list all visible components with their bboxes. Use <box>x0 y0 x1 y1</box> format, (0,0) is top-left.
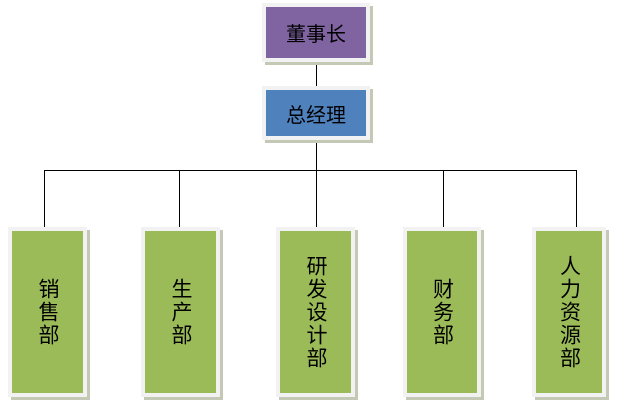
connector-line <box>179 170 180 228</box>
connector-line <box>316 139 317 170</box>
connector-line <box>316 62 317 87</box>
department-label: 销售部 <box>36 277 60 347</box>
general-manager-label: 总经理 <box>286 102 346 127</box>
chairman-label: 董事长 <box>286 22 346 46</box>
connector-line <box>44 170 577 171</box>
connector-line <box>443 170 444 228</box>
general-manager-box: 总经理 <box>262 86 370 140</box>
department-box-production: 生产部 <box>141 227 220 397</box>
department-box-sales: 销售部 <box>8 227 87 397</box>
connector-line <box>316 170 317 228</box>
department-box-hr: 人力资源部 <box>532 227 606 397</box>
department-box-rnd: 研发设计部 <box>276 227 355 397</box>
department-box-finance: 财务部 <box>403 227 481 397</box>
department-label: 人力资源部 <box>557 254 582 370</box>
department-label: 财务部 <box>430 277 455 347</box>
connector-line <box>576 170 577 228</box>
connector-line <box>44 170 45 228</box>
department-label: 研发设计部 <box>304 254 328 370</box>
chairman-box: 董事长 <box>262 3 370 62</box>
department-label: 生产部 <box>169 277 193 347</box>
